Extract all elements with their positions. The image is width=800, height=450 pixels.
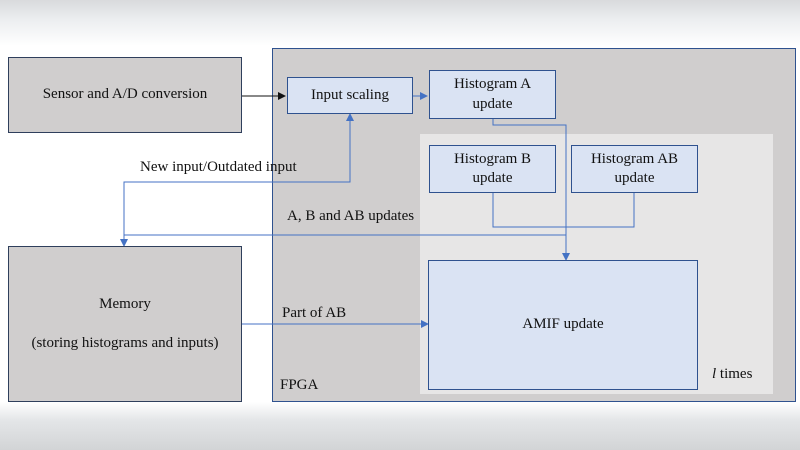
sensor-label: Sensor and A/D conversion <box>42 86 208 103</box>
label-new-input: New input/Outdated input <box>140 159 297 175</box>
histogram-a-box: Histogram A update <box>429 70 556 119</box>
label-l-variable: l <box>712 366 717 382</box>
histogram-a-label: Histogram A update <box>453 76 532 112</box>
label-part-of-ab: Part of AB <box>282 305 347 321</box>
memory-title: Memory <box>99 295 151 312</box>
label-l-times: l times <box>712 366 752 383</box>
amif-update-label: AMIF update <box>522 316 604 333</box>
label-times: times <box>716 366 753 382</box>
sensor-box: Sensor and A/D conversion <box>8 57 242 133</box>
input-scaling-label: Input scaling <box>311 86 389 103</box>
label-fpga: FPGA <box>280 377 319 393</box>
histogram-b-box: Histogram B update <box>429 145 556 193</box>
input-scaling-box: Input scaling <box>287 77 413 114</box>
histogram-ab-label: Histogram AB update <box>590 150 679 187</box>
memory-subtitle: (storing histograms and inputs) <box>31 335 219 351</box>
memory-box: Memory (storing histograms and inputs) <box>8 246 242 402</box>
histogram-ab-box: Histogram AB update <box>571 145 698 193</box>
histogram-b-label: Histogram B update <box>453 150 532 187</box>
amif-update-box: AMIF update <box>428 260 698 390</box>
label-abab-updates: A, B and AB updates <box>287 208 415 224</box>
